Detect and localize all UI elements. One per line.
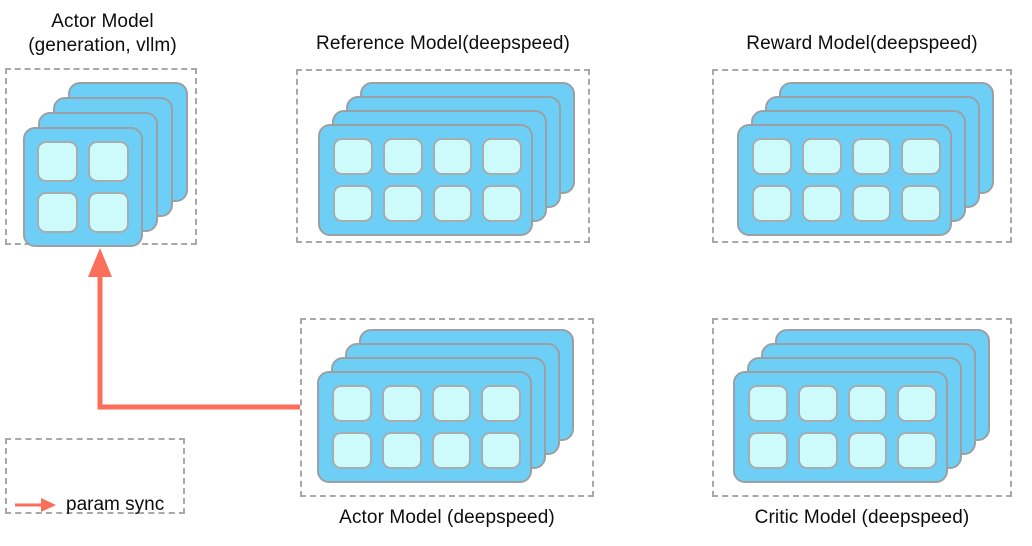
param-sync-legend-arrow-icon — [15, 498, 56, 512]
card-cell — [431, 385, 472, 422]
caption-actor-deepspeed: Actor Model (deepspeed) — [339, 507, 555, 528]
card-layer-1 — [23, 127, 143, 247]
caption-reference-model: Reference Model(deepspeed) — [316, 33, 570, 54]
caption-reward-model: Reward Model(deepspeed) — [746, 33, 978, 54]
card-cell — [333, 185, 373, 222]
card-cell-grid — [333, 138, 522, 222]
group-box-reward-model — [712, 69, 1012, 243]
card-cell — [748, 432, 788, 469]
card-cell — [797, 385, 838, 422]
card-cell-grid — [332, 385, 521, 469]
card-cell — [901, 138, 941, 175]
card-cell-grid — [748, 385, 937, 469]
card-cell-grid — [37, 141, 129, 233]
card-cell — [482, 138, 522, 175]
card-cell — [481, 385, 521, 422]
caption-actor-vllm: Actor Model (generation, vllm) — [28, 11, 177, 56]
card-layer-1 — [737, 124, 952, 236]
card-cell — [847, 385, 888, 422]
card-cell — [748, 385, 788, 422]
group-box-actor-deepspeed — [300, 318, 594, 497]
card-cell — [88, 141, 129, 182]
card-cell — [88, 192, 129, 233]
card-cell — [333, 138, 373, 175]
caption-critic-model: Critic Model (deepspeed) — [754, 507, 970, 528]
card-layer-1 — [733, 371, 948, 483]
card-cell — [432, 138, 473, 175]
card-cell — [332, 432, 372, 469]
card-cell — [381, 432, 422, 469]
card-cell — [801, 185, 842, 222]
card-cell — [482, 185, 522, 222]
legend-param-sync: param sync — [14, 478, 164, 532]
card-cell — [431, 432, 472, 469]
card-cell — [382, 185, 423, 222]
card-stack-reward-model — [714, 71, 1014, 245]
card-cell — [332, 385, 372, 422]
card-cell — [381, 385, 422, 422]
card-cell — [432, 185, 473, 222]
card-layer-1 — [318, 124, 533, 236]
card-layer-1 — [317, 371, 532, 483]
card-cell — [481, 432, 521, 469]
card-cell — [37, 141, 78, 182]
legend-label-param-sync: param sync — [66, 494, 165, 515]
card-cell — [897, 385, 937, 422]
card-stack-critic-model — [714, 320, 1014, 499]
group-box-critic-model — [712, 318, 1012, 497]
card-stack-actor-vllm — [7, 70, 199, 247]
card-stack-reference-model — [298, 71, 592, 245]
group-box-actor-vllm — [5, 68, 199, 247]
card-stack-actor-deepspeed — [302, 320, 596, 499]
card-cell — [801, 138, 842, 175]
card-cell — [847, 432, 888, 469]
card-cell — [752, 138, 792, 175]
legend-box — [5, 438, 185, 514]
group-box-reference-model — [296, 69, 590, 243]
card-cell — [901, 185, 941, 222]
card-cell-grid — [752, 138, 941, 222]
card-cell — [382, 138, 423, 175]
card-cell — [37, 192, 78, 233]
card-cell — [851, 138, 892, 175]
card-cell — [797, 432, 838, 469]
card-cell — [897, 432, 937, 469]
card-cell — [851, 185, 892, 222]
card-cell — [752, 185, 792, 222]
